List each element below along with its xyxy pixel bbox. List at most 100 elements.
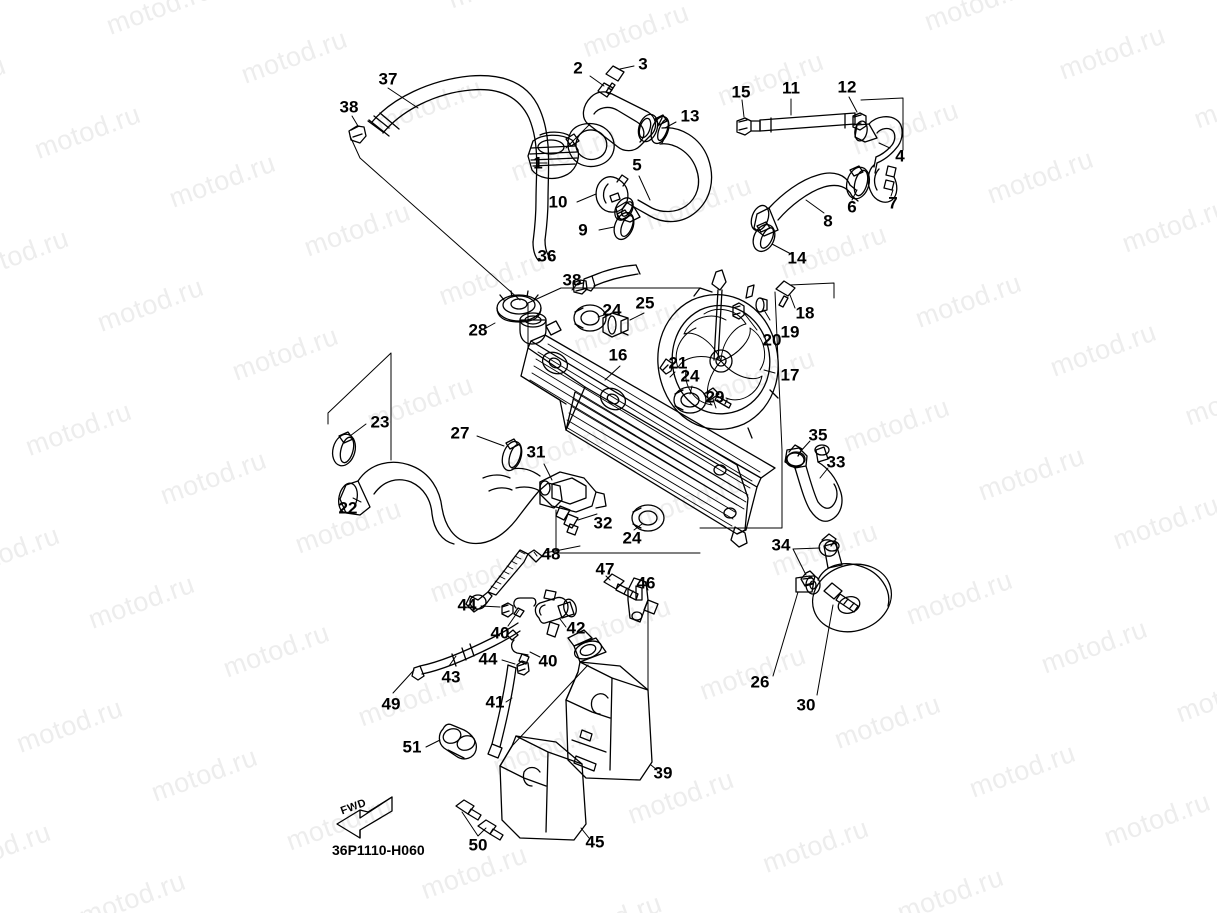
callout-number-41[interactable]: 41 — [485, 692, 505, 712]
callout-number-1[interactable]: 1 — [533, 153, 543, 173]
callout-number-22[interactable]: 22 — [338, 498, 358, 518]
callout-number-45[interactable]: 45 — [585, 832, 605, 852]
callout-number-23[interactable]: 23 — [370, 412, 390, 432]
callout-number-39[interactable]: 39 — [653, 763, 673, 783]
callout-number-40[interactable]: 40 — [490, 623, 510, 643]
clamp-23 — [331, 431, 357, 467]
callout-number-48[interactable]: 48 — [541, 544, 561, 564]
callout-number-13[interactable]: 13 — [680, 106, 700, 126]
callout-number-24[interactable]: 24 — [680, 366, 700, 386]
hose-41 — [487, 664, 517, 759]
clip-21 — [659, 358, 674, 375]
fitting-15 — [736, 117, 761, 136]
clip-51 — [438, 723, 478, 760]
callout-number-49[interactable]: 49 — [381, 694, 401, 714]
callout-number-14[interactable]: 14 — [787, 248, 807, 268]
bolt-3 — [605, 65, 625, 95]
callout-number-51[interactable]: 51 — [402, 737, 422, 757]
callout-number-4[interactable]: 4 — [895, 146, 905, 166]
callout-number-37[interactable]: 37 — [378, 69, 398, 89]
callout-number-24[interactable]: 24 — [602, 300, 622, 320]
hose-37 — [367, 74, 552, 262]
grommet-24-c — [631, 504, 665, 532]
reservoir-39 — [565, 629, 653, 781]
hose-8 — [750, 172, 859, 237]
callout-number-18[interactable]: 18 — [795, 303, 815, 323]
callout-number-17[interactable]: 17 — [780, 365, 800, 385]
clamp-13 — [650, 114, 670, 145]
callout-number-47[interactable]: 47 — [595, 559, 615, 579]
callout-number-26[interactable]: 26 — [750, 672, 770, 692]
callout-number-30[interactable]: 30 — [796, 695, 816, 715]
bolt-50-a — [455, 799, 482, 821]
callout-number-27[interactable]: 27 — [450, 423, 470, 443]
callout-number-2[interactable]: 2 — [573, 58, 583, 78]
sensor-32 — [563, 513, 579, 536]
bolt-50-b — [477, 819, 504, 841]
pipe-4 — [854, 116, 903, 174]
callout-number-20[interactable]: 20 — [762, 330, 782, 350]
callout-number-31[interactable]: 31 — [526, 442, 546, 462]
collar-20 — [732, 302, 745, 320]
callout-number-16[interactable]: 16 — [608, 345, 628, 365]
callout-number-10[interactable]: 10 — [548, 192, 568, 212]
collar-26 — [795, 575, 821, 595]
clamp-14 — [752, 221, 776, 253]
callout-number-44[interactable]: 44 — [478, 649, 498, 669]
grommet-24-a — [573, 304, 607, 332]
callout-number-12[interactable]: 12 — [837, 77, 857, 97]
callout-number-32[interactable]: 32 — [593, 513, 613, 533]
callout-number-8[interactable]: 8 — [823, 211, 833, 231]
callout-number-35[interactable]: 35 — [808, 425, 828, 445]
callout-number-38[interactable]: 38 — [339, 97, 359, 117]
callout-number-3[interactable]: 3 — [638, 54, 648, 74]
callout-number-42[interactable]: 42 — [566, 618, 586, 638]
clamp-9 — [613, 209, 635, 241]
callout-number-46[interactable]: 46 — [636, 573, 656, 593]
pipe-31 — [539, 471, 607, 521]
callout-number-9[interactable]: 9 — [578, 220, 588, 240]
callout-number-11[interactable]: 11 — [782, 78, 800, 98]
thermostat-1 — [527, 131, 580, 180]
bolt-47 — [603, 573, 639, 601]
thermostat-cover-2 — [567, 82, 659, 168]
callout-number-25[interactable]: 25 — [635, 293, 655, 313]
callout-number-36[interactable]: 36 — [537, 246, 557, 266]
part-number-code: 36P1110-H060 — [332, 842, 425, 858]
clamp-10 — [595, 174, 629, 213]
clip-44-a — [501, 602, 514, 618]
callout-number-33[interactable]: 33 — [826, 452, 846, 472]
valve-42 — [534, 589, 577, 638]
hose-33 — [784, 444, 843, 522]
clip-40-b — [506, 629, 530, 665]
pipe-48 — [465, 549, 543, 613]
fwd-arrow-marker — [336, 796, 393, 839]
oil-cooler — [811, 540, 893, 633]
callout-number-24[interactable]: 24 — [622, 528, 642, 548]
tank-45 — [499, 735, 587, 841]
hose-22 — [338, 461, 563, 545]
callout-number-43[interactable]: 43 — [441, 667, 461, 687]
callout-number-28[interactable]: 28 — [468, 320, 488, 340]
callout-number-5[interactable]: 5 — [632, 155, 642, 175]
bolt-29 — [703, 387, 732, 409]
callout-number-44[interactable]: 44 — [457, 595, 477, 615]
bracket-7 — [867, 164, 898, 203]
callout-number-40[interactable]: 40 — [538, 651, 558, 671]
callout-number-19[interactable]: 19 — [780, 322, 800, 342]
callout-number-21[interactable]: 21 — [668, 353, 688, 373]
callout-number-34[interactable]: 34 — [771, 535, 791, 555]
callout-number-38[interactable]: 38 — [562, 270, 582, 290]
clamp-27 — [501, 438, 523, 472]
clip-44-b — [516, 660, 530, 676]
callout-number-15[interactable]: 15 — [731, 82, 751, 102]
callout-number-50[interactable]: 50 — [468, 835, 488, 855]
callout-number-6[interactable]: 6 — [847, 197, 857, 217]
clip-40-a — [513, 597, 537, 618]
bracket-46 — [627, 577, 659, 623]
callout-number-7[interactable]: 7 — [888, 193, 898, 213]
callout-number-29[interactable]: 29 — [705, 387, 725, 407]
clamp-38-top — [348, 125, 367, 144]
